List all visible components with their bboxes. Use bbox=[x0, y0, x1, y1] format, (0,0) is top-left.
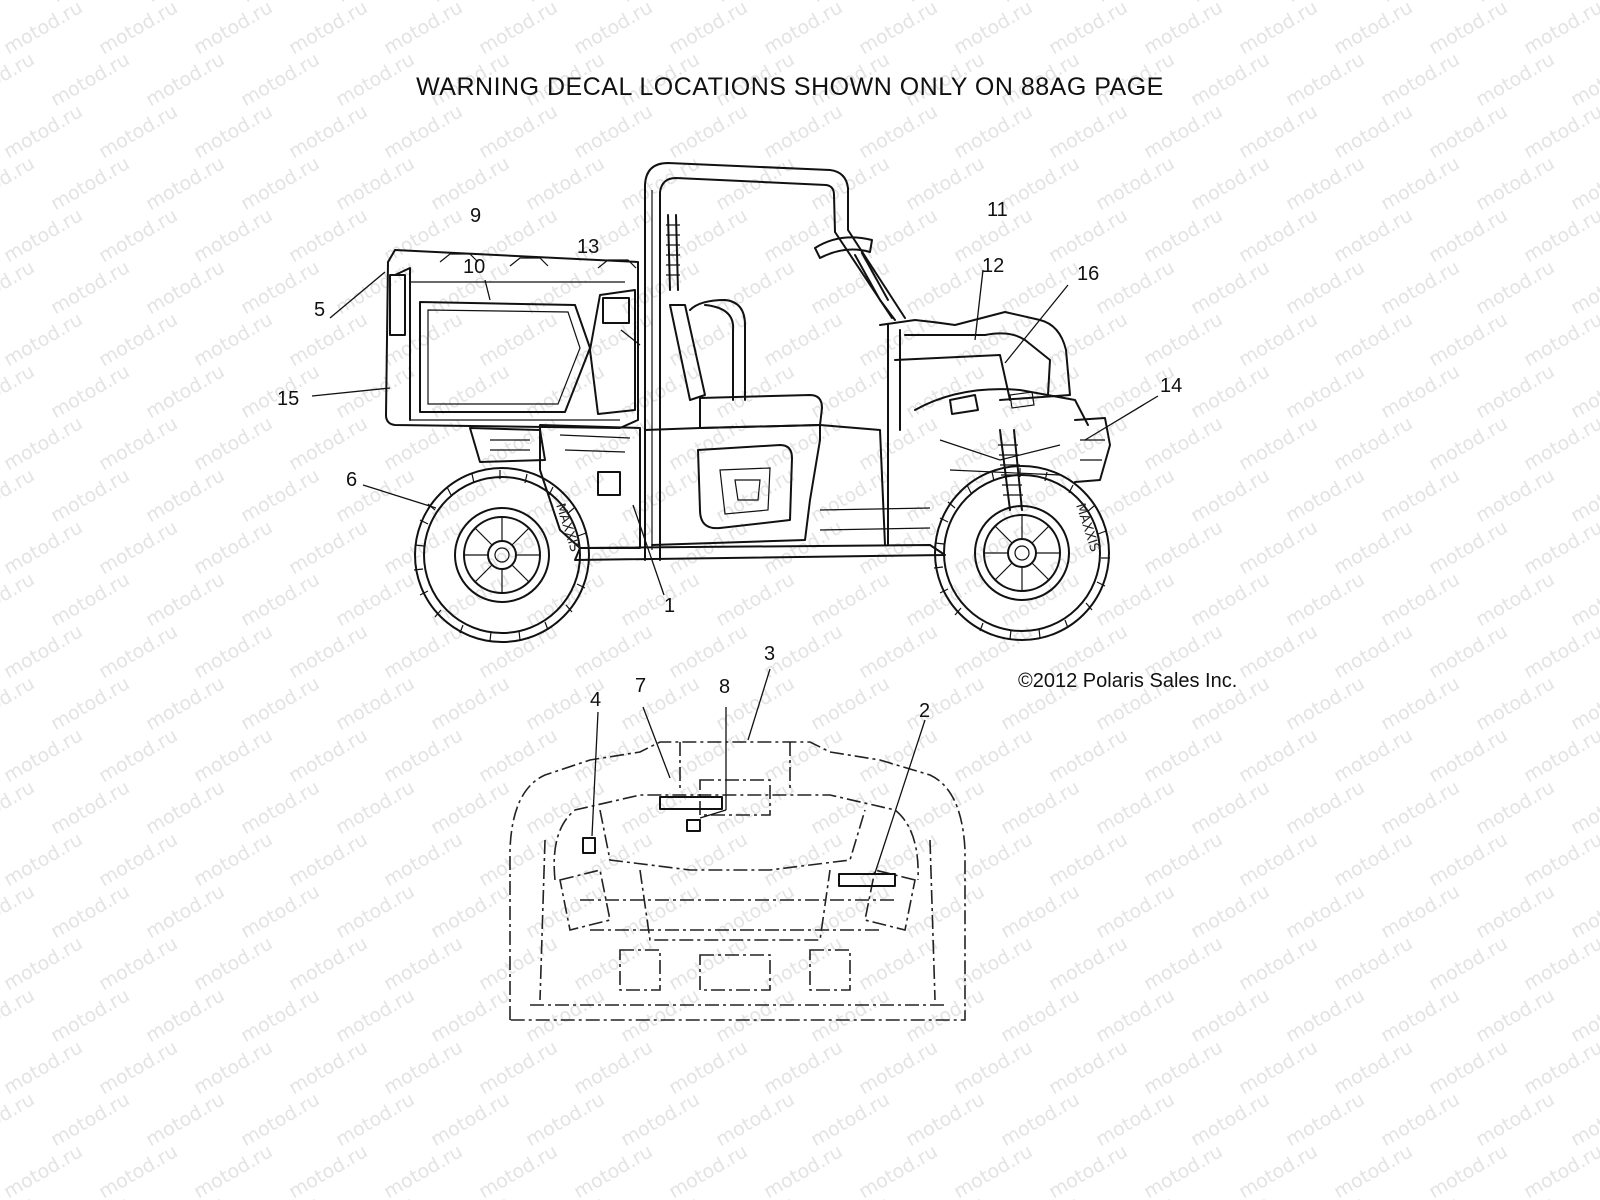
callout-5: 5 bbox=[314, 299, 326, 321]
hood bbox=[879, 311, 1071, 401]
callout-11: 11 bbox=[987, 199, 1008, 221]
callout-13: 13 bbox=[577, 236, 600, 258]
decal-1-patch bbox=[597, 471, 621, 496]
callout-4: 4 bbox=[590, 689, 602, 711]
side-view-vehicle: MAXXIS MAXXIS bbox=[385, 162, 1111, 643]
seat-back bbox=[669, 304, 706, 401]
taillight bbox=[389, 274, 406, 336]
callout-12: 12 bbox=[982, 255, 1005, 277]
front-bumper bbox=[1074, 417, 1111, 483]
decal-4-box bbox=[582, 837, 596, 854]
front-fender bbox=[914, 388, 1089, 426]
rear-suspension bbox=[469, 427, 546, 463]
callout-6: 6 bbox=[346, 469, 358, 491]
page-title: WARNING DECAL LOCATIONS SHOWN ONLY ON 88… bbox=[416, 73, 1164, 101]
running-board bbox=[574, 544, 946, 561]
callout-3: 3 bbox=[764, 643, 776, 665]
cargo-side-decal-area bbox=[419, 301, 591, 413]
callout-7: 7 bbox=[635, 675, 647, 697]
cargo-box bbox=[385, 249, 639, 429]
leader-lines bbox=[311, 269, 1159, 596]
grab-handle bbox=[689, 299, 746, 401]
decal-13-box bbox=[602, 297, 630, 324]
rear-wheel bbox=[413, 467, 590, 643]
decal-7-box bbox=[659, 796, 723, 810]
decal-2-box bbox=[838, 873, 896, 887]
callout-15: 15 bbox=[277, 388, 300, 410]
copyright-notice: ©2012 Polaris Sales Inc. bbox=[1018, 670, 1238, 692]
front-leader-lines bbox=[591, 668, 926, 874]
steering-wheel bbox=[814, 236, 873, 259]
callout-10: 10 bbox=[463, 256, 486, 278]
front-view-vehicle bbox=[509, 741, 966, 1021]
front-wheel bbox=[933, 465, 1110, 641]
callout-16: 16 bbox=[1077, 263, 1100, 285]
front-shock bbox=[999, 429, 1023, 511]
callout-8: 8 bbox=[719, 676, 731, 698]
seat-base bbox=[699, 394, 823, 429]
callout-14: 14 bbox=[1160, 375, 1183, 397]
callout-1: 1 bbox=[664, 595, 676, 617]
door-panel bbox=[697, 444, 793, 530]
callout-2: 2 bbox=[919, 700, 931, 722]
callout-9: 9 bbox=[470, 205, 482, 227]
decal-8-box bbox=[686, 819, 701, 832]
rear-tire-brand: MAXXIS bbox=[552, 502, 582, 554]
rops-frame bbox=[644, 162, 906, 561]
